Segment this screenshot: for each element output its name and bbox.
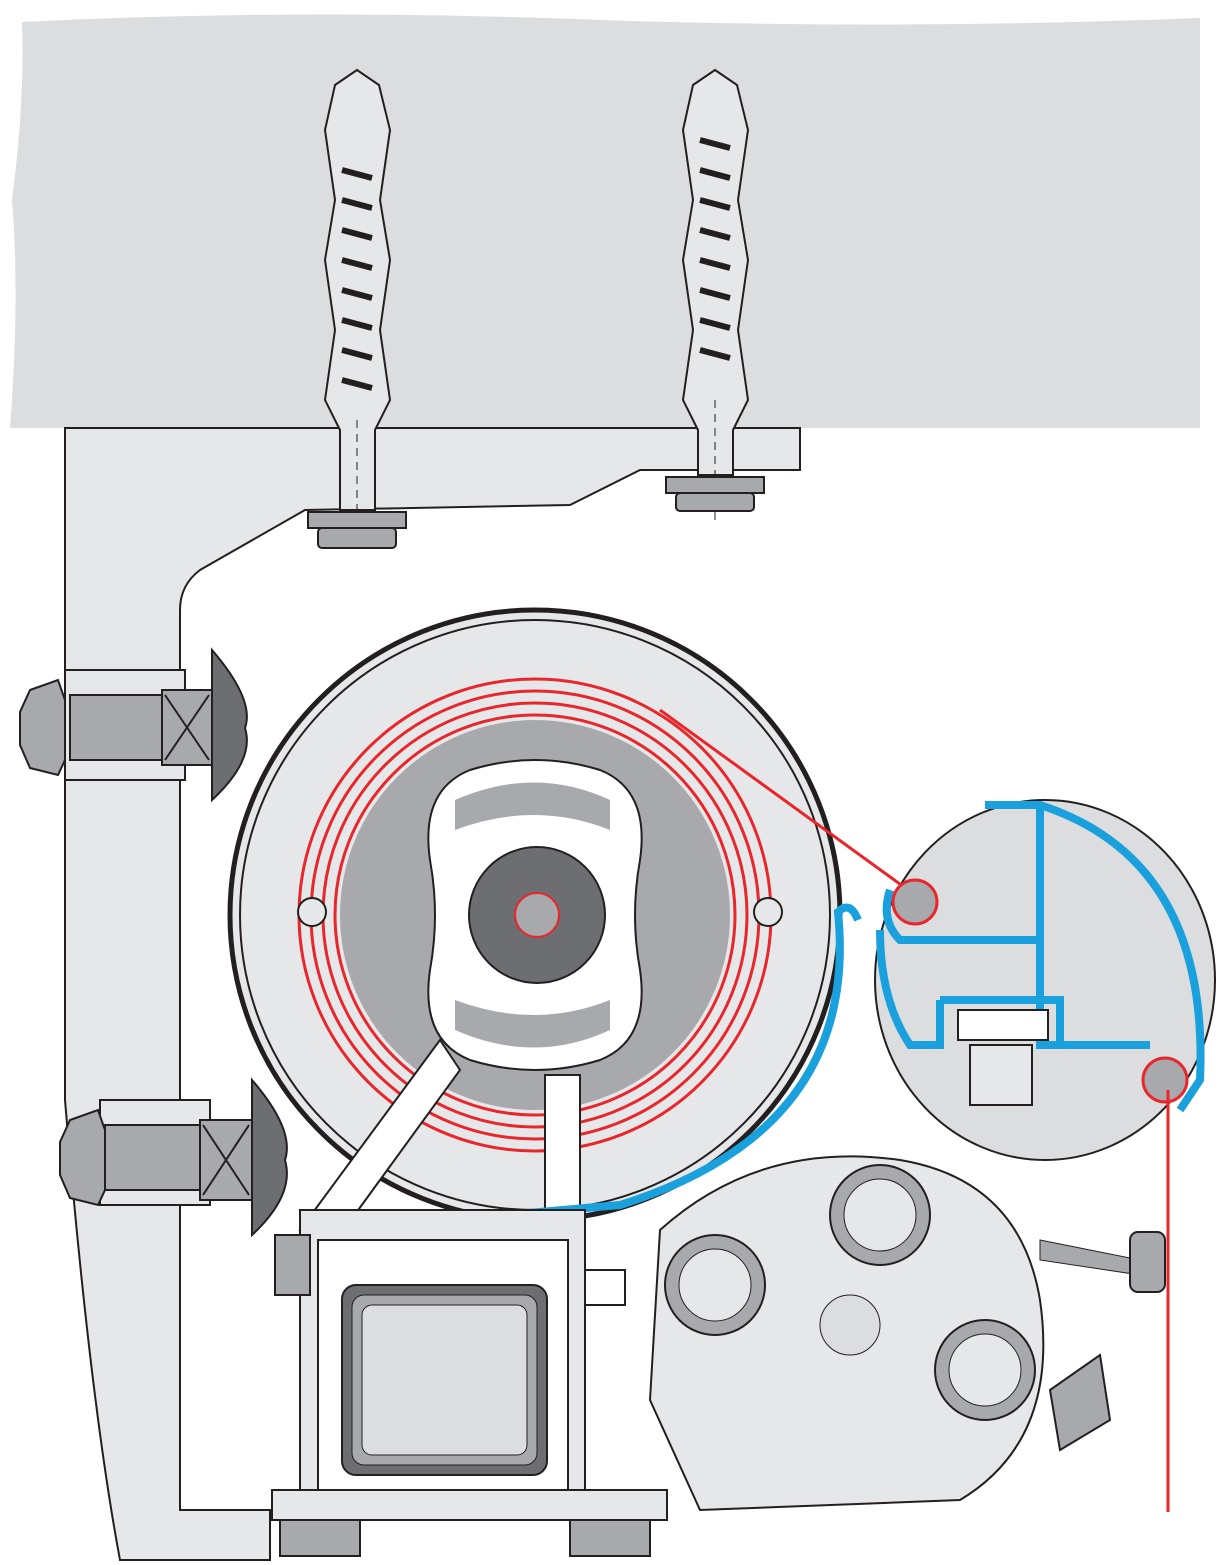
wall-anchor-left <box>307 68 407 549</box>
drum-hole-right <box>753 897 783 927</box>
side-bolt-lower <box>59 1077 288 1238</box>
keder-channel-lower <box>1141 1056 1189 1104</box>
rear-profile-blue <box>340 903 862 1232</box>
drum-hole-left <box>297 897 327 927</box>
bottom-nut-right <box>569 1519 651 1557</box>
front-cassette-profile <box>874 799 1216 1161</box>
arm-mechanism <box>648 1155 1166 1512</box>
axle-pin <box>514 892 560 938</box>
pivot-hole <box>819 1294 881 1356</box>
keder-channel-upper <box>891 878 939 926</box>
nut-right <box>665 476 765 494</box>
wall-anchor-right <box>665 68 765 520</box>
screw-thread-left <box>341 167 373 391</box>
fabric-line-to-cassette <box>659 708 916 897</box>
front-profile-blue <box>876 801 1205 1113</box>
side-bolt-upper <box>19 647 248 803</box>
bottom-nut-left <box>279 1519 361 1557</box>
screw-thread-right <box>699 137 731 361</box>
tension-screw <box>1039 1239 1141 1276</box>
nut-left <box>307 511 407 529</box>
ceiling-wall <box>10 14 1200 428</box>
square-tube-assembly <box>271 1209 668 1557</box>
profile-bolt <box>957 1009 1049 1041</box>
mounting-bracket <box>64 427 801 1561</box>
